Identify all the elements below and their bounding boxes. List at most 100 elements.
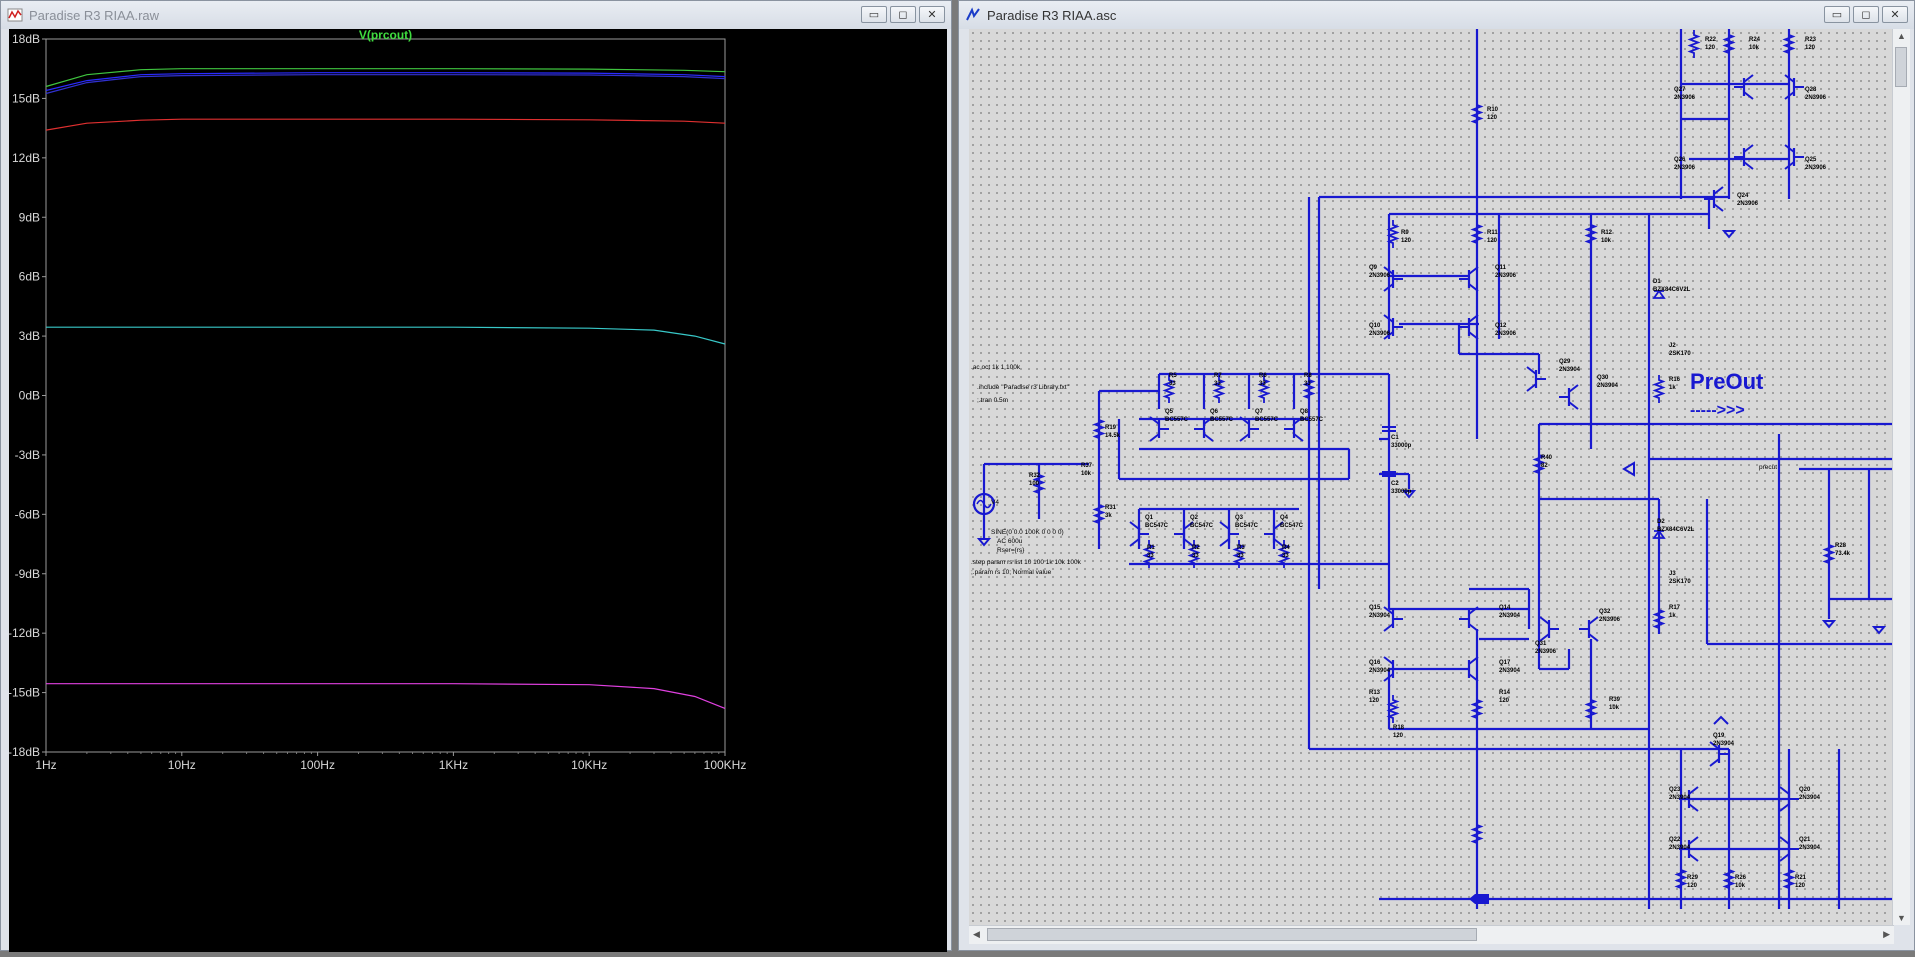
resistor-symbol[interactable] [1162, 375, 1176, 403]
resistor-symbol[interactable] [1470, 220, 1484, 248]
zener-diode-symbol[interactable] [1652, 289, 1666, 299]
transistor-symbol[interactable] [1679, 786, 1699, 812]
capacitor-symbol[interactable] [1382, 471, 1396, 477]
transistor-symbol[interactable] [1579, 616, 1599, 642]
transistor-symbol[interactable] [1539, 616, 1559, 642]
scroll-left-icon[interactable]: ◀ [973, 929, 980, 939]
plot-titlebar[interactable]: Paradise R3 RIAA.raw ▭ ◻ ✕ [1, 1, 951, 29]
resistor-symbol[interactable] [1687, 30, 1701, 58]
transistor-symbol[interactable] [1129, 521, 1149, 547]
scroll-up-icon[interactable]: ▲ [1897, 31, 1906, 41]
resistor-symbol[interactable] [1257, 375, 1271, 403]
transistor-symbol[interactable] [1709, 741, 1729, 767]
resistor-symbol[interactable] [1782, 30, 1796, 58]
source-spec[interactable]: AC 600u [997, 538, 1023, 545]
transistor-symbol[interactable] [1459, 314, 1479, 340]
transistor-symbol[interactable] [1174, 521, 1194, 547]
maximize-button[interactable]: ◻ [1853, 6, 1879, 23]
voltage-source-icon[interactable] [972, 492, 996, 516]
resistor-symbol[interactable] [1092, 415, 1106, 443]
vertical-scroll-thumb[interactable] [1895, 47, 1907, 87]
zener-diode-symbol[interactable] [1652, 529, 1666, 539]
transistor-symbol[interactable] [1194, 416, 1214, 442]
resistor-symbol[interactable] [1386, 220, 1400, 248]
close-button[interactable]: ✕ [919, 6, 945, 23]
spice-directive[interactable]: .step param rs list 10 100 1k 10k 100k [971, 559, 1082, 566]
transistor-symbol[interactable] [1383, 314, 1403, 340]
resistor-symbol[interactable] [1302, 375, 1316, 403]
spice-directive[interactable]: .ac oct 1k 1 100k [971, 364, 1021, 371]
transistor-symbol[interactable] [1734, 74, 1754, 100]
source-spec[interactable]: SINE(0 0.0 100K 0 0 0 0) [991, 529, 1064, 536]
resistor-symbol[interactable] [1142, 540, 1156, 568]
transistor-symbol[interactable] [1459, 266, 1479, 292]
transistor-symbol[interactable] [1459, 606, 1479, 632]
resistor-symbol[interactable] [1092, 500, 1106, 528]
resistor-symbol[interactable] [1822, 540, 1836, 568]
minimize-button[interactable]: ▭ [1824, 6, 1850, 23]
bode-plot[interactable]: 18dB15dB12dB9dB6dB3dB0dB-3dB-6dB-9dB-12d… [8, 28, 947, 952]
resistor-symbol[interactable] [1277, 540, 1291, 568]
transistor-symbol[interactable] [1284, 416, 1304, 442]
transistor-symbol[interactable] [1264, 521, 1284, 547]
scroll-right-icon[interactable]: ▶ [1883, 929, 1890, 939]
source-spec[interactable]: Rser={rs} [997, 547, 1025, 554]
horizontal-scrollbar[interactable]: ◀ ▶ [969, 925, 1894, 944]
transistor-symbol[interactable] [1784, 144, 1804, 170]
transistor-symbol[interactable] [1383, 606, 1403, 632]
circuit-schematic[interactable]: R22120R2410kR23120Q272N3906Q282N3906Q262… [969, 29, 1894, 925]
resistor-symbol[interactable] [1584, 220, 1598, 248]
net-label[interactable]: precut [1759, 464, 1777, 471]
resistor-symbol[interactable] [1470, 100, 1484, 128]
scroll-down-icon[interactable]: ▼ [1897, 913, 1906, 923]
resistor-symbol[interactable] [1652, 605, 1666, 633]
resistor-symbol[interactable] [1782, 865, 1796, 893]
capacitor-symbol[interactable] [1382, 426, 1396, 432]
